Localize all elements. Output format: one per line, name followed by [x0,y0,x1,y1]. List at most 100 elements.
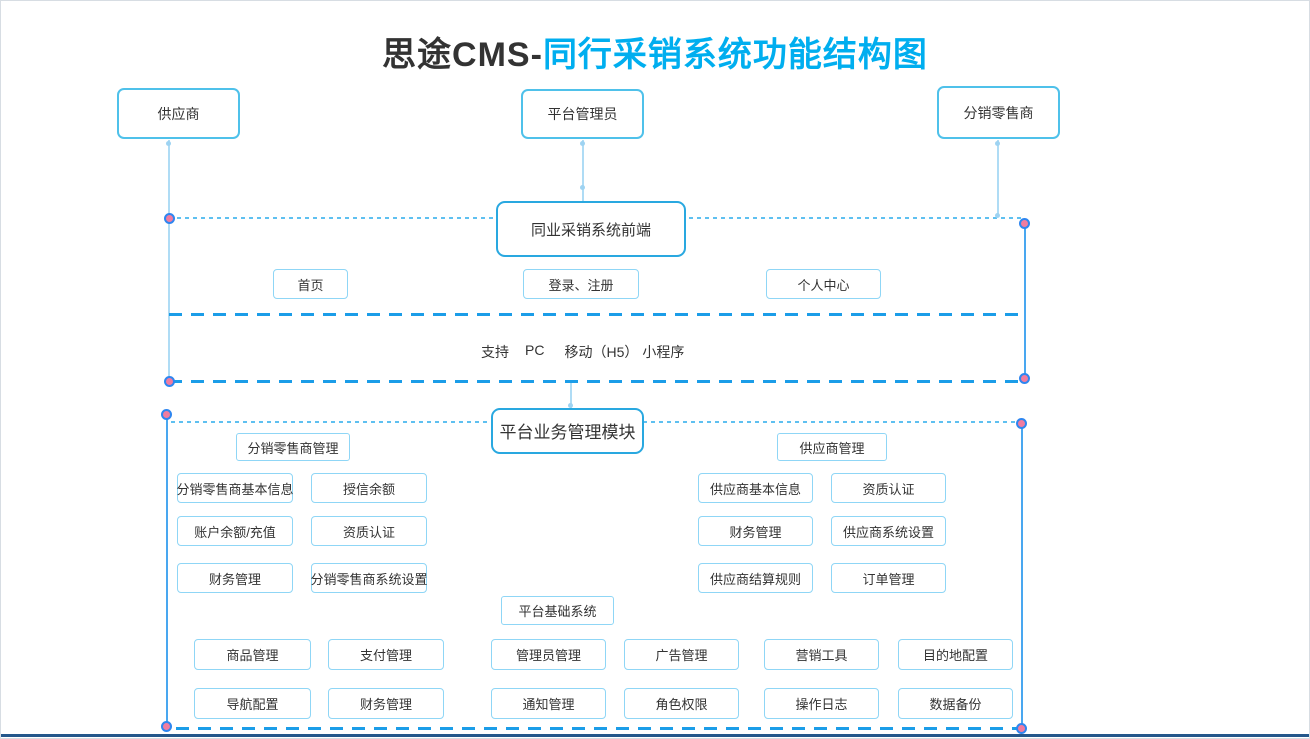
actor-retailer-box: 分销零售商 [937,86,1060,139]
actor-admin-box: 平台管理员 [521,89,644,139]
supplier-item-settings: 供应商系统设置 [831,516,946,546]
base-item-finance: 财务管理 [328,688,444,719]
supplier-item-basic-info-label: 供应商基本信息 [709,481,801,497]
supplier-item-finance: 财务管理 [698,516,813,546]
actor-admin-label: 平台管理员 [547,106,618,122]
supplier-item-orders-label: 订单管理 [862,571,915,587]
base-item-marketing: 营销工具 [764,639,879,670]
title-highlight: 同行采销系统功能结构图 [542,36,928,74]
supplier-item-qualification: 资质认证 [831,473,946,503]
backend-title-box: 平台业务管理模块 [491,408,644,454]
base-item-marketing-label: 营销工具 [795,648,848,663]
retailer-item-qualification: 资质认证 [311,516,427,546]
base-item-goods: 商品管理 [194,639,311,670]
base-item-backup-label: 数据备份 [929,697,982,712]
retailer-group-header: 分销零售商管理 [236,433,350,461]
connector-retailer-vline [997,140,999,217]
frontend-title-label: 同业采销系统前端 [530,221,651,239]
actor-supplier-box: 供应商 [117,88,240,139]
backend-right-vline [1021,423,1023,729]
connector-admin-vline [582,140,584,202]
connector-supplier-vline [168,140,170,382]
base-item-finance-label: 财务管理 [359,697,412,712]
base-item-roles: 角色权限 [624,688,739,719]
dot-supplier [166,141,171,146]
backend-title-label: 平台业务管理模块 [499,423,636,442]
dot-retailer [995,141,1000,146]
retailer-item-qualification-label: 资质认证 [342,524,395,540]
frontend-right-vline [1024,223,1026,380]
retailer-item-settings: 分销零售商系统设置 [310,563,428,593]
bottom-bar [1,734,1309,737]
frontend-item-personal-label: 个人中心 [797,277,850,293]
node-right-top [1019,218,1030,229]
frontend-item-login-label: 登录、注册 [548,277,614,293]
base-item-ads-label: 广告管理 [655,648,708,663]
dot-retailer-end [995,213,1000,218]
frontend-bottom-dashed-line [169,380,1027,383]
base-item-admin-mgmt-label: 管理员管理 [515,648,581,663]
base-item-notice-label: 通知管理 [522,697,575,712]
retailer-item-credit: 授信余额 [311,473,427,503]
frontend-mid-dashed-line [169,313,1027,316]
base-item-notice: 通知管理 [491,688,606,719]
base-item-backup: 数据备份 [898,688,1013,719]
base-item-destination: 目的地配置 [898,639,1013,670]
retailer-item-basic-info-label: 分销零售商基本信息 [176,481,294,497]
supplier-item-basic-info: 供应商基本信息 [698,473,813,503]
base-item-destination-label: 目的地配置 [922,648,988,663]
supplier-item-settings-label: 供应商系统设置 [842,524,934,540]
base-item-nav: 导航配置 [194,688,311,719]
supplier-item-settlement: 供应商结算规则 [698,563,813,593]
retailer-item-settings-label: 分销零售商系统设置 [310,571,428,587]
supplier-group-title: 供应商管理 [799,440,865,456]
base-item-logs-label: 操作日志 [795,697,848,712]
dot-admin-end [580,185,585,190]
retailer-item-finance: 财务管理 [177,563,293,593]
retailer-item-balance: 账户余额/充值 [177,516,293,546]
frontend-item-home-label: 首页 [297,277,324,293]
support-mobile: 移动（H5） [564,344,639,360]
base-item-payment: 支付管理 [328,639,444,670]
retailer-group-title: 分销零售商管理 [247,440,339,456]
node-backend-left-top [161,409,172,420]
base-item-roles-label: 角色权限 [655,697,708,712]
supplier-item-orders: 订单管理 [831,563,946,593]
base-item-logs: 操作日志 [764,688,879,719]
support-pc: PC [525,342,545,358]
retailer-item-balance-label: 账户余额/充值 [194,524,276,540]
node-backend-left-bottom [161,721,172,732]
dot-backend-link [568,403,573,408]
supplier-item-finance-label: 财务管理 [729,524,782,540]
supplier-item-qualification-label: 资质认证 [862,481,915,497]
page-title: 思途CMS-同行采销系统功能结构图 [1,27,1309,76]
base-item-ads: 广告管理 [624,639,739,670]
retailer-item-credit-label: 授信余额 [342,481,395,497]
frontend-item-personal: 个人中心 [766,269,881,299]
base-item-goods-label: 商品管理 [226,648,279,663]
retailer-item-basic-info: 分销零售商基本信息 [176,473,294,503]
title-prefix: 思途CMS- [382,36,543,74]
backend-bottom-dashed-line [176,727,1018,730]
support-text: 支持 PC 移动（H5） 小程序 [481,342,684,362]
frontend-item-home: 首页 [273,269,348,299]
base-group-title: 平台基础系统 [518,604,597,619]
node-backend-right-bottom [1016,723,1027,734]
supplier-group-header: 供应商管理 [777,433,887,461]
base-group-header: 平台基础系统 [501,596,614,625]
supplier-item-settlement-label: 供应商结算规则 [709,571,801,587]
connector-frontend-backend-vline [570,382,572,409]
actor-retailer-label: 分销零售商 [963,104,1034,121]
actor-supplier-label: 供应商 [157,105,200,122]
dot-admin [580,141,585,146]
frontend-title-box: 同业采销系统前端 [496,201,686,257]
frontend-item-login: 登录、注册 [523,269,639,299]
backend-left-vline [166,414,168,727]
base-item-admin-mgmt: 管理员管理 [491,639,606,670]
base-item-nav-label: 导航配置 [226,697,279,712]
base-item-payment-label: 支付管理 [359,648,412,663]
retailer-item-finance-label: 财务管理 [208,571,261,587]
node-right-mid [1019,373,1030,384]
node-left-mid [164,376,175,387]
